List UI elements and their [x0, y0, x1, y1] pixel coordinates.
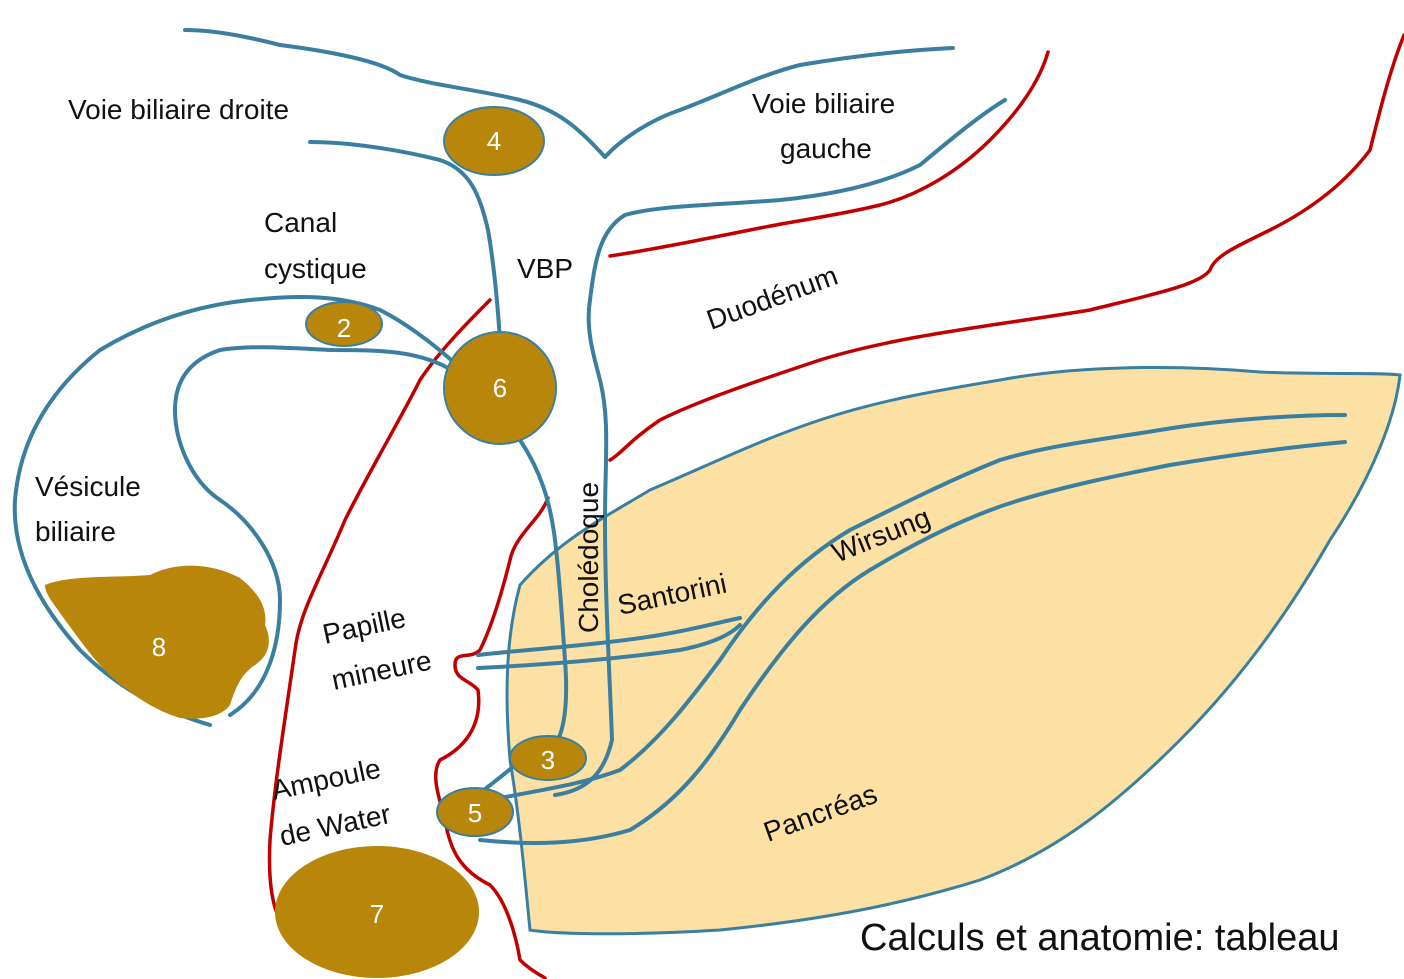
stone-7-label: 7 [370, 899, 384, 929]
label-cystic-duct-2: cystique [264, 253, 367, 284]
label-left-hepatic-duct-2: gauche [780, 133, 872, 164]
label-cystic-duct-1: Canal [264, 207, 337, 238]
label-gallbladder-1: Vésicule [35, 471, 141, 502]
stone-3-label: 3 [541, 745, 555, 775]
label-choledoque: Cholédoque [573, 482, 604, 633]
label-ampulla-1: Ampoule [269, 753, 384, 806]
stone-6-label: 6 [493, 373, 507, 403]
label-right-hepatic-duct: Voie biliaire droite [68, 94, 289, 125]
stone-5-label: 5 [468, 798, 482, 828]
label-left-hepatic-duct-1: Voie biliaire [752, 88, 895, 119]
label-minor-papilla-1: Papille [320, 602, 409, 650]
label-vbp: VBP [517, 253, 573, 284]
label-gallbladder-2: biliaire [35, 516, 116, 547]
stone-4-label: 4 [487, 126, 501, 156]
stone-8-label: 8 [152, 632, 166, 662]
label-duodenum: Duodénum [702, 260, 841, 336]
label-minor-papilla-2: mineure [329, 645, 434, 696]
label-ampulla-2: de Water [277, 798, 394, 852]
slide-caption: Calculs et anatomie: tableau [860, 917, 1340, 959]
stone-2-label: 2 [337, 313, 351, 343]
